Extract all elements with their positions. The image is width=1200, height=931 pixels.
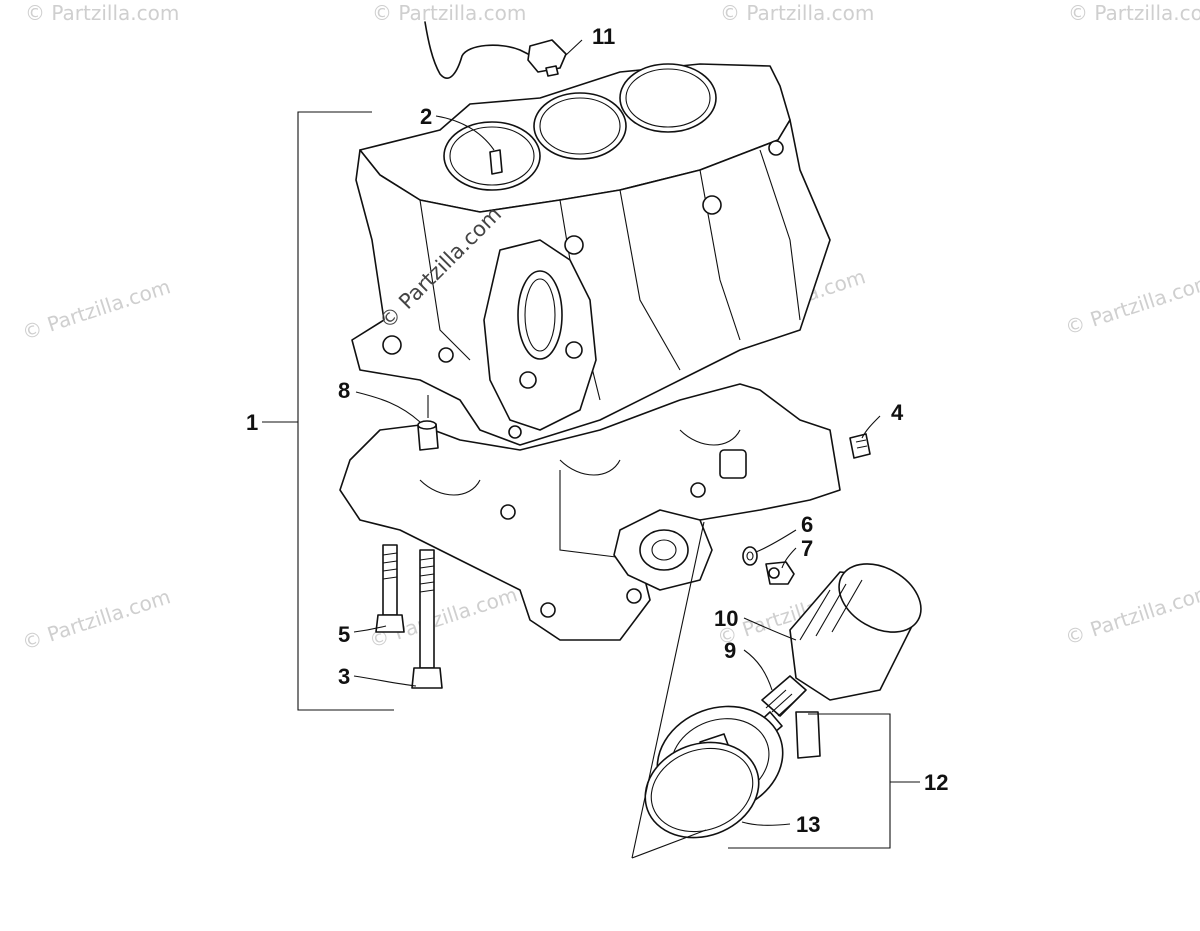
mount-leader	[631, 521, 707, 859]
callout-4: 4	[891, 400, 904, 425]
knock-sensor	[424, 21, 583, 79]
callout-1: 1	[246, 410, 258, 435]
leader-lines	[353, 115, 881, 826]
watermark-text: © Partzilla.com	[720, 1, 874, 25]
cylinder-block	[351, 63, 831, 446]
callout-3: 3	[338, 664, 350, 689]
callout-10: 10	[714, 606, 738, 631]
o-ring	[644, 741, 760, 839]
watermark-text: © Partzilla.com	[1062, 579, 1200, 650]
watermark-text: © Partzilla.com	[1062, 269, 1200, 340]
watermark-text: © Partzilla.com	[19, 584, 173, 655]
callout-13: 13	[796, 812, 820, 837]
bracket-group-1	[262, 111, 394, 711]
watermark-text: © Partzilla.com	[25, 1, 179, 25]
bracket-group-12	[728, 713, 920, 849]
callout-2: 2	[420, 104, 432, 129]
watermark-text: © Partzilla.com	[1068, 1, 1200, 25]
callout-5: 5	[338, 622, 350, 647]
callout-12: 12	[924, 770, 948, 795]
bolt-long	[411, 549, 443, 689]
callout-8: 8	[338, 378, 350, 403]
washer	[742, 546, 758, 566]
callout-7: 7	[801, 536, 813, 561]
callout-11: 11	[592, 24, 615, 49]
dowel-pin	[417, 395, 439, 451]
callout-9: 9	[724, 638, 736, 663]
union-bolt	[765, 561, 795, 585]
callout-labels: 1 2 3 4 5 6 7 8 9 10 11 12 13	[246, 24, 948, 837]
bolt-short	[375, 544, 405, 633]
watermark-text: © Partzilla.com	[372, 1, 526, 25]
oil-filter	[789, 563, 922, 701]
plug-screw	[849, 433, 871, 459]
callout-6: 6	[801, 512, 813, 537]
crankcase-lower	[339, 383, 841, 641]
watermark-text: © Partzilla.com	[19, 274, 173, 345]
